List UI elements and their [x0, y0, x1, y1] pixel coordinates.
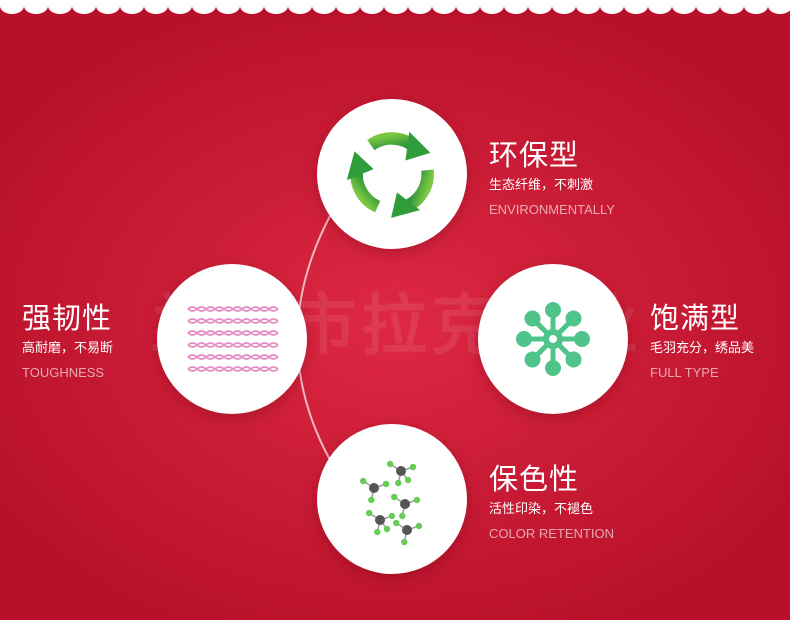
- scallop-bump: [264, 0, 288, 14]
- scallop-bump: [312, 0, 336, 14]
- scallop-bump: [360, 0, 384, 14]
- scallop-bump: [456, 0, 480, 14]
- scallop-bump: [24, 0, 48, 14]
- fiber-strand: [187, 318, 279, 324]
- scallop-bump: [384, 0, 408, 14]
- flower-petal: [545, 302, 561, 333]
- scallop-bump: [0, 0, 24, 14]
- feature-toughness: 强韧性 高耐磨，不易断 TOUGHNESS: [22, 301, 113, 382]
- scallop-bump: [408, 0, 432, 14]
- molecule-node: [387, 460, 417, 487]
- fiber-circle: [157, 264, 307, 414]
- scallop-bump: [432, 0, 456, 14]
- scalloped-top-border: [0, 0, 790, 14]
- scallop-bump: [192, 0, 216, 14]
- flower-petal: [556, 310, 582, 336]
- scallop-bump: [528, 0, 552, 14]
- molecule-circle: [317, 424, 467, 574]
- feature-english-label: FULL TYPE: [650, 365, 719, 380]
- feature-english-label: TOUGHNESS: [22, 365, 105, 380]
- recycle-arrow: [391, 169, 434, 218]
- scallop-bump: [672, 0, 696, 14]
- feature-environmental: 环保型 生态纤维，不刺激 ENVIRONMENTALLY: [489, 138, 615, 219]
- flower-petal: [545, 345, 561, 376]
- feature-full-type: 饱满型 毛羽充分，绣品美 FULL TYPE: [650, 301, 754, 382]
- feature-english-label: ENVIRONMENTALLY: [489, 202, 615, 217]
- flower-petal: [516, 331, 547, 347]
- scallop-bump: [336, 0, 360, 14]
- flower-petal: [524, 310, 550, 336]
- scallop-bump: [144, 0, 168, 14]
- scallop-bump: [96, 0, 120, 14]
- recycle-arrow: [367, 131, 431, 161]
- feature-description: 毛羽充分，绣品美: [650, 341, 755, 356]
- recycle-arrow: [346, 151, 381, 213]
- flower-petal: [556, 342, 582, 368]
- scallop-bump: [48, 0, 72, 14]
- molecule-node: [391, 493, 421, 520]
- feature-description: 生态纤维，不刺激: [489, 178, 594, 193]
- feature-title: 保色性: [489, 462, 580, 496]
- scallop-bump: [120, 0, 144, 14]
- feature-description: 高耐磨，不易断: [22, 341, 114, 356]
- scallop-bump: [480, 0, 504, 14]
- molecule-node: [366, 509, 396, 536]
- scallop-bump: [600, 0, 624, 14]
- flower-petal: [524, 342, 550, 368]
- feature-title: 强韧性: [22, 301, 113, 335]
- scallop-bump: [288, 0, 312, 14]
- scallop-bump: [240, 0, 264, 14]
- molecule-structure-icon: [360, 460, 423, 546]
- flower-circle: [478, 264, 628, 414]
- scallop-bump: [168, 0, 192, 14]
- flower-burst-icon: [516, 302, 590, 376]
- fiber-strand: [187, 354, 279, 360]
- scallop-bump: [648, 0, 672, 14]
- watermark-char: 拉: [360, 286, 429, 364]
- scallop-bump: [576, 0, 600, 14]
- scallop-bump: [552, 0, 576, 14]
- feature-title: 环保型: [489, 138, 580, 172]
- scallop-bump: [624, 0, 648, 14]
- molecule-node: [360, 477, 390, 504]
- fiber-strand: [187, 342, 279, 348]
- scallop-bump: [504, 0, 528, 14]
- feature-english-label: COLOR RETENTION: [489, 526, 614, 541]
- fiber-strand: [187, 306, 279, 312]
- scallop-bump: [768, 0, 790, 14]
- feature-title: 饱满型: [650, 301, 741, 335]
- woven-fiber-icon: [187, 306, 279, 372]
- scallop-bump: [72, 0, 96, 14]
- recycle-circle: [317, 99, 467, 249]
- scallop-bump: [696, 0, 720, 14]
- feature-color-retention: 保色性 活性印染，不褪色 COLOR RETENTION: [489, 462, 614, 543]
- molecule-node: [393, 519, 423, 546]
- feature-description: 活性印染，不褪色: [489, 502, 594, 517]
- fiber-strand: [187, 330, 279, 336]
- fiber-strand: [187, 366, 279, 372]
- scallop-bump: [216, 0, 240, 14]
- recycle-arrows-icon: [346, 131, 434, 218]
- scallop-bump: [744, 0, 768, 14]
- scallop-bump: [720, 0, 744, 14]
- flower-petal: [559, 331, 590, 347]
